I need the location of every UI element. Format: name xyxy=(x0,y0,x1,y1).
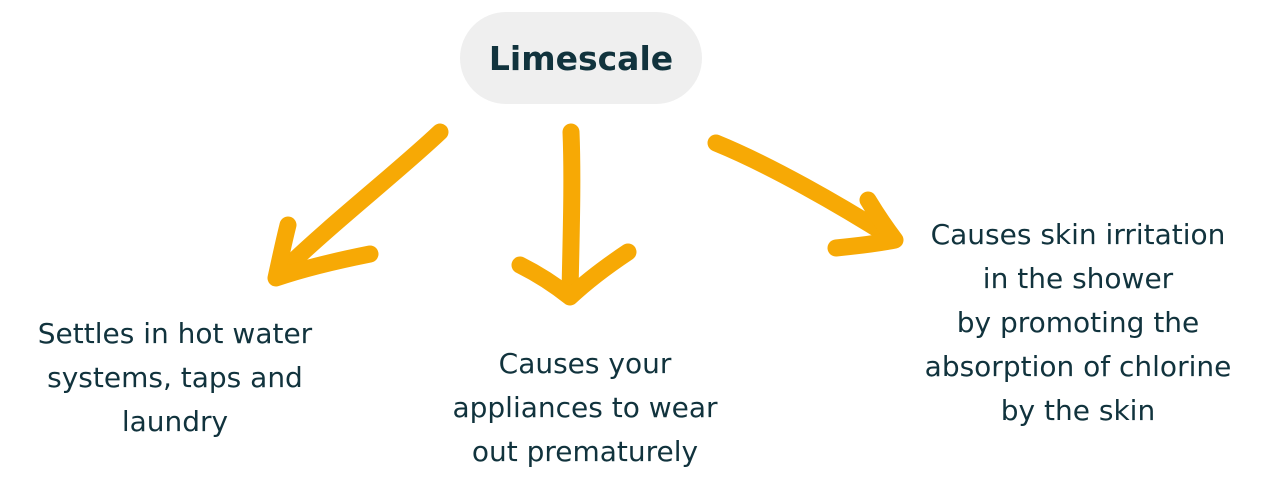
arrow-left xyxy=(267,123,449,287)
arrow-right-head xyxy=(827,191,904,257)
root-node-limescale: Limescale xyxy=(460,12,702,104)
branch-middle-text: Causes your appliances to wear out prema… xyxy=(452,347,718,468)
arrow-left-head xyxy=(267,216,379,287)
arrow-middle xyxy=(511,123,637,306)
arrow-left-shaft xyxy=(275,123,449,279)
branch-left-text: Settles in hot water systems, taps and l… xyxy=(37,317,313,438)
arrow-right-shaft xyxy=(707,134,901,247)
arrow-middle-shaft xyxy=(561,123,581,301)
branch-right-text: Causes skin irritation in the shower by … xyxy=(924,218,1232,427)
arrow-middle-head xyxy=(511,243,637,306)
root-node-label: Limescale xyxy=(488,38,674,78)
arrow-right xyxy=(707,134,904,257)
